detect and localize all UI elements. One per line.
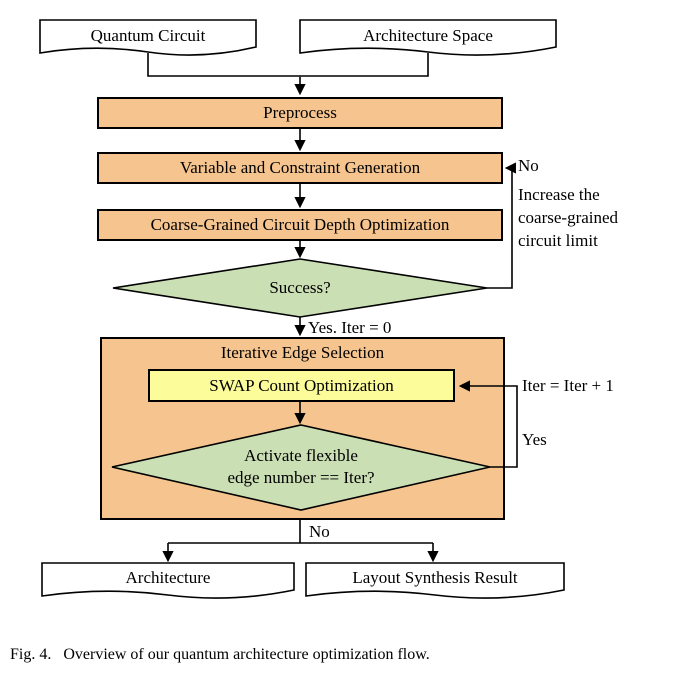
variable-constraint-box: Variable and Constraint Generation [97,152,503,184]
flexible-edge-label-line2: edge number == Iter? [227,468,375,487]
flexible-edge-label-line1: Activate flexible [244,446,358,465]
no-exit-label: No [309,522,330,541]
yes-branch-label: Yes [522,430,547,449]
variable-constraint-label: Variable and Constraint Generation [179,158,421,177]
yes-iter0-label: Yes. Iter = 0 [308,318,392,337]
no-branch-label: No [518,156,539,175]
iterative-edge-selection-box [100,337,505,520]
connector-from-quantum-circuit [147,53,299,77]
layout-result-label: Layout Synthesis Result [352,568,518,587]
swap-count-box: SWAP Count Optimization [148,369,455,402]
connector-from-architecture-space [301,53,429,77]
increase-limit-note-line2: coarse-grained [518,208,619,227]
preprocess-box: Preprocess [97,97,503,129]
iter-increment-label: Iter = Iter + 1 [522,376,614,395]
preprocess-label: Preprocess [263,103,337,122]
increase-limit-note-line1: Increase the [518,185,600,204]
architecture-space-label: Architecture Space [363,26,493,45]
increase-limit-note-line3: circuit limit [518,231,598,250]
architecture-output-label: Architecture [125,568,211,587]
iterative-edge-selection-title: Iterative Edge Selection [220,343,385,362]
figure-caption: Fig. 4. Overview of our quantum architec… [10,646,430,663]
quantum-circuit-label: Quantum Circuit [90,26,206,45]
increase-limit-note: Increase the coarse-grained circuit limi… [518,183,618,252]
coarse-grained-label: Coarse-Grained Circuit Depth Optimizatio… [150,215,450,234]
success-diamond-label: Success? [269,278,331,297]
swap-count-label: SWAP Count Optimization [209,375,394,395]
flexible-edge-diamond-label: Activate flexible edge number == Iter? [189,444,413,490]
coarse-grained-box: Coarse-Grained Circuit Depth Optimizatio… [97,209,503,241]
